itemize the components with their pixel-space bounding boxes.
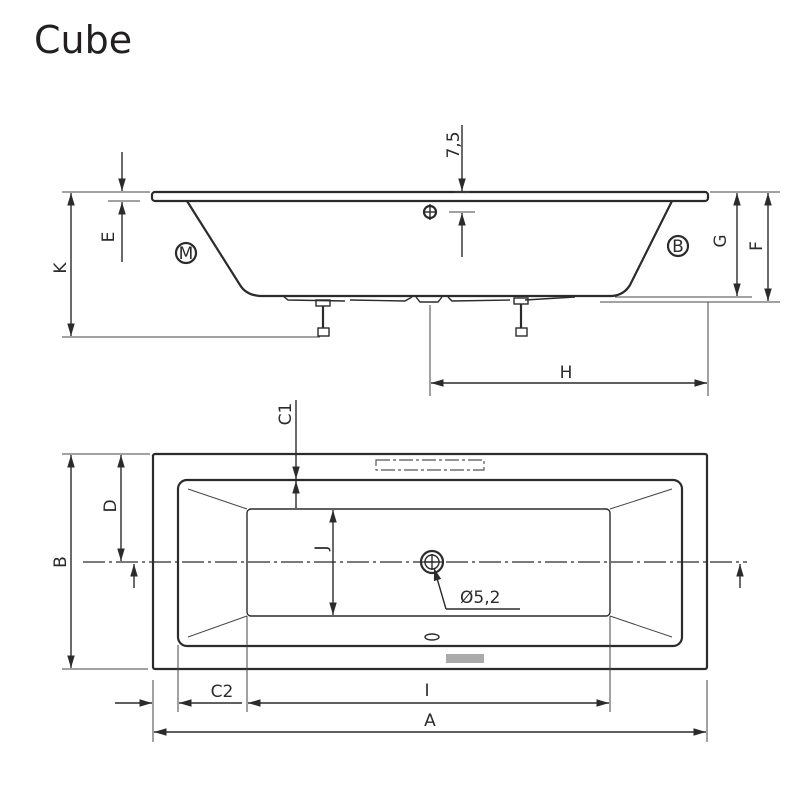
tub-floor: [246, 508, 611, 617]
foot-right: [513, 297, 529, 337]
label-d: D: [101, 499, 121, 512]
marker-m: M: [174, 241, 198, 265]
label-c1: C1: [276, 403, 296, 426]
foot-left: [315, 299, 331, 337]
overflow-icon: [422, 204, 438, 220]
tub-inner: [176, 478, 684, 648]
drain-icon: [419, 549, 445, 575]
tub-rim: [150, 190, 710, 203]
tub-body: [186, 200, 673, 298]
marker-b: B: [666, 234, 690, 258]
marker-b-label: B: [672, 237, 684, 257]
overflow-hole: [424, 633, 440, 641]
label-h: H: [560, 363, 573, 383]
label-i: I: [424, 681, 429, 701]
label-a: A: [424, 711, 436, 731]
side-view: M B K E 7,5 G F H: [51, 125, 780, 396]
label-k: K: [51, 262, 71, 274]
label-drain-diameter: Ø5,2: [460, 588, 500, 608]
label-b: B: [51, 556, 71, 568]
overflow-slot: [375, 459, 485, 471]
control-panel: [446, 654, 484, 663]
label-7-5: 7,5: [444, 131, 464, 158]
label-j: J: [312, 545, 332, 551]
page-title: Cube: [34, 18, 133, 62]
label-g: G: [711, 234, 731, 247]
label-f: F: [747, 241, 767, 251]
label-e: E: [99, 232, 119, 243]
top-view: Ø5,2 B D C1 J C2 I A: [51, 400, 747, 742]
tub-base: [282, 295, 576, 303]
marker-m-label: M: [179, 244, 194, 264]
label-c2: C2: [211, 682, 234, 702]
